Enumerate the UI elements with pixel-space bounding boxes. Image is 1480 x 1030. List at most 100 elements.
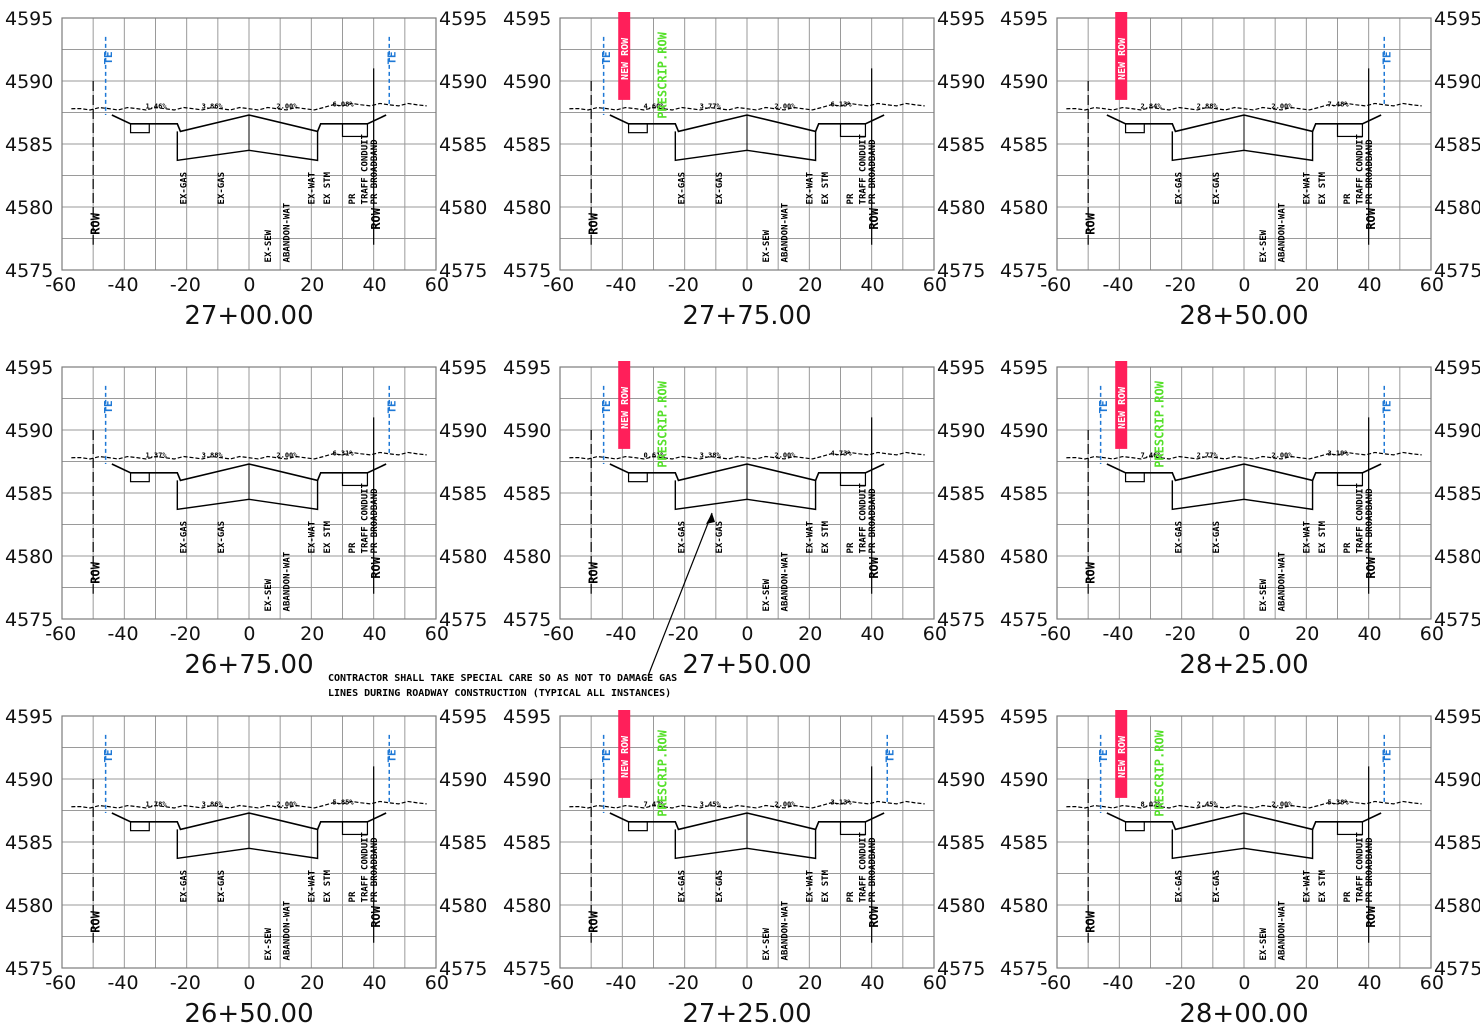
utility-label: EX STM [821, 520, 831, 553]
te-label-right: TE [883, 749, 896, 762]
station-label: 27+75.00 [682, 301, 811, 331]
row-label-left: ROW [88, 212, 102, 234]
sidewalk-left [627, 821, 648, 832]
offset-label: -20 [1165, 623, 1196, 645]
elevation-label-left: 4595 [503, 8, 551, 30]
utility-label: EX-SEW [1259, 578, 1269, 611]
slope-label: 1.78% [146, 800, 168, 808]
utility-label: EX-GAS [1175, 870, 1185, 903]
utility-label: EX-GAS [1212, 172, 1222, 205]
offset-label: -40 [108, 274, 139, 296]
utility-label: EX STM [821, 171, 831, 204]
offset-label: -60 [543, 972, 574, 994]
slope-label: 4.73% [831, 449, 853, 457]
utility-label: EX-GAS [217, 172, 227, 205]
station-label: 26+50.00 [184, 999, 313, 1029]
row-label-left: ROW [1083, 910, 1097, 932]
te-label-left: TE [102, 51, 115, 64]
elevation-label-right: 4595 [439, 357, 487, 379]
elevation-label-left: 4590 [503, 420, 551, 442]
row-label-right: ROW [369, 556, 383, 578]
new-row-label: NEW ROW [620, 735, 631, 778]
elevation-label-left: 4595 [1000, 357, 1048, 379]
utility-label: PR [1343, 891, 1353, 902]
offset-label: -60 [45, 274, 76, 296]
elevation-label-right: 4580 [937, 197, 985, 219]
offset-label: -60 [1040, 972, 1071, 994]
elevation-label-left: 4580 [503, 546, 551, 568]
te-label-right: TE [1380, 51, 1393, 64]
slope-label: 3.13% [831, 798, 853, 806]
sidewalk-right [341, 123, 369, 138]
utility-label: EX-GAS [678, 521, 688, 554]
utility-label: PR BROADBAND [370, 488, 380, 554]
pavement-section-line [176, 829, 319, 860]
elevation-label-left: 4585 [5, 134, 53, 156]
elevation-label-left: 4575 [5, 260, 53, 282]
elevation-label-right: 4590 [1434, 71, 1480, 93]
slope-label: 7.47% [644, 800, 666, 808]
sidewalk-right [839, 123, 867, 138]
prescrip-row-label: PRESCRIP.ROW [656, 380, 670, 467]
offset-label: -40 [108, 623, 139, 645]
offset-label: -20 [1165, 972, 1196, 994]
elevation-label-right: 4575 [439, 958, 487, 980]
elevation-label-left: 4585 [503, 134, 551, 156]
sidewalk-right [341, 472, 369, 487]
utility-label: ABANDON-WAT [1278, 202, 1288, 262]
elevation-label-left: 4580 [1000, 197, 1048, 219]
prescrip-row-label: PRESCRIP.ROW [1153, 729, 1167, 816]
offset-label: 40 [1357, 972, 1381, 994]
utility-label: PR BROADBAND [1365, 139, 1375, 205]
elevation-label-right: 4590 [937, 769, 985, 791]
utility-label: PR [1343, 542, 1353, 553]
elevation-label-left: 4595 [503, 357, 551, 379]
sidewalk-left [1124, 821, 1145, 832]
elevation-label-right: 4575 [1434, 260, 1480, 282]
pavement-section-line [1171, 131, 1314, 162]
slope-label: 3.88% [202, 451, 224, 459]
offset-label: 60 [923, 274, 947, 296]
elevation-label-left: 4585 [5, 832, 53, 854]
utility-label: EX-GAS [678, 870, 688, 903]
offset-label: -20 [668, 623, 699, 645]
elevation-label-right: 4575 [937, 260, 985, 282]
grid-frame [559, 715, 935, 969]
offset-label: 20 [1295, 623, 1319, 645]
slope-label: 3.19% [1328, 449, 1350, 457]
te-label-right: TE [385, 51, 398, 64]
te-label-right: TE [385, 400, 398, 413]
grid [559, 715, 935, 969]
slope-label: 2.00% [774, 451, 796, 459]
utility-label: TRAFF CONDUIT [360, 831, 370, 902]
offset-label: 0 [243, 623, 255, 645]
utility-label: PR [348, 193, 358, 204]
note-line-2: LINES DURING ROADWAY CONSTRUCTION (TYPIC… [328, 688, 671, 699]
station-label: 27+25.00 [682, 999, 811, 1029]
utility-label: EX-GAS [715, 521, 725, 554]
elevation-label-left: 4585 [1000, 483, 1048, 505]
elevation-label-right: 4590 [439, 769, 487, 791]
utility-label: EX-GAS [715, 870, 725, 903]
elevation-label-left: 4575 [5, 609, 53, 631]
elevation-label-right: 4590 [439, 71, 487, 93]
elevation-label-left: 4575 [5, 958, 53, 980]
new-row-label: NEW ROW [1117, 386, 1128, 429]
te-label-left: TE [600, 749, 613, 762]
offset-label: -40 [606, 623, 637, 645]
slope-label: 2.77% [1197, 451, 1219, 459]
pavement-section-line [176, 131, 319, 162]
elevation-label-right: 4580 [937, 546, 985, 568]
elevation-label-right: 4580 [1434, 546, 1480, 568]
existing-ground-line [1066, 451, 1422, 460]
elevation-label-left: 4590 [5, 769, 53, 791]
utility-label: EX STM [323, 520, 333, 553]
utility-label: EX-GAS [1175, 172, 1185, 205]
slope-label: 6.08% [333, 100, 355, 108]
utility-label: ABANDON-WAT [1278, 900, 1288, 960]
elevation-label-right: 4575 [1434, 958, 1480, 980]
new-row-label: NEW ROW [620, 37, 631, 80]
utility-label: TRAFF CONDUIT [360, 133, 370, 204]
new-row-marker [618, 710, 631, 798]
